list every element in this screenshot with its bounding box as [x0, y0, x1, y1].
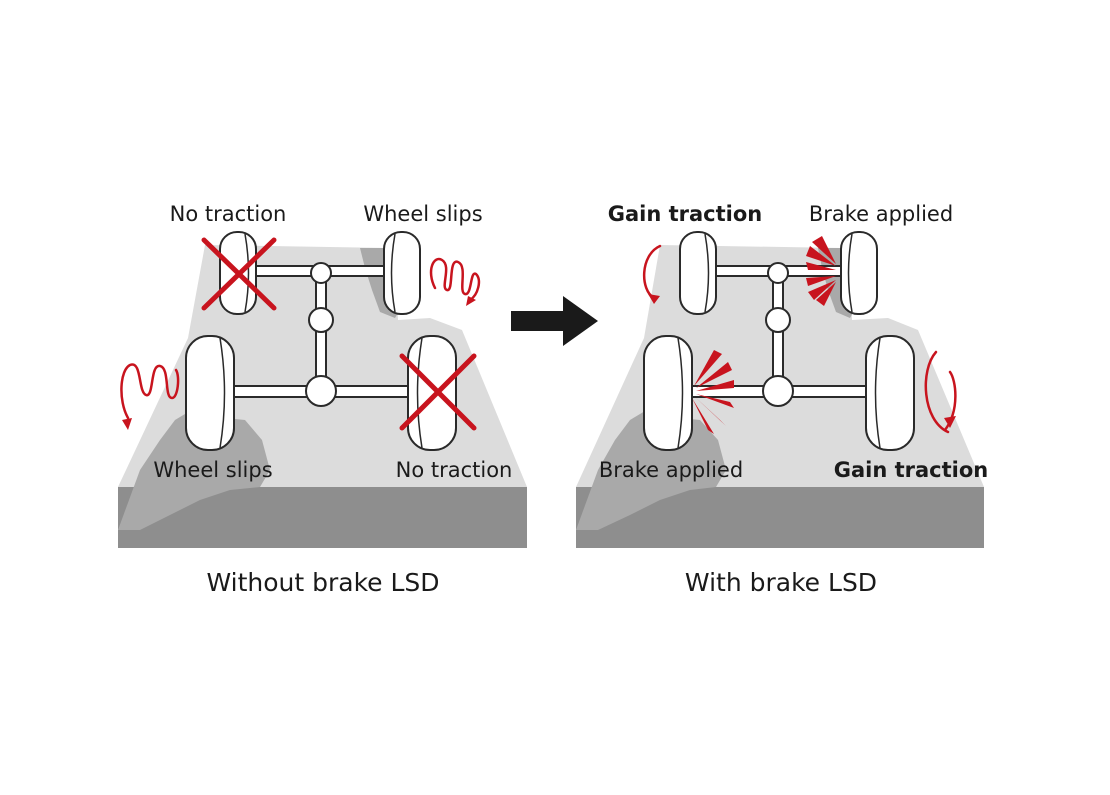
brake-burst-icon-front [806, 236, 836, 306]
front-differential [310, 262, 332, 284]
label-brake-applied-bottom: Brake applied [599, 458, 743, 482]
no-traction-x-icon-top [201, 237, 277, 311]
wheel-rear-right [407, 335, 457, 451]
center-joint [765, 307, 791, 333]
wheel-rear-left [643, 335, 693, 451]
center-joint [308, 307, 334, 333]
brake-burst-icon-rear [692, 350, 734, 434]
label-no-traction-top: No traction [170, 202, 287, 226]
front-differential [767, 262, 789, 284]
panel-without-lsd: No traction Wheel slips Wheel slips No t… [118, 202, 527, 597]
wheel-spin-icon-bottom [120, 363, 180, 430]
wheel-front-left [679, 231, 717, 315]
label-no-traction-bottom: No traction [396, 458, 513, 482]
wheel-spin-icon-top [429, 257, 481, 306]
label-wheel-slips-top: Wheel slips [363, 202, 482, 226]
rotation-arrow-icon-rear [924, 350, 957, 434]
rear-differential [305, 375, 337, 407]
panel-with-lsd: Gain traction Brake applied Brake applie… [576, 202, 988, 597]
no-traction-x-icon-bottom [399, 353, 477, 431]
rotation-arrow-icon-front [642, 244, 662, 304]
wheel-rear-right [865, 335, 915, 451]
label-wheel-slips-bottom: Wheel slips [153, 458, 272, 482]
label-gain-traction-bottom: Gain traction [834, 458, 989, 482]
wheel-rear-left [185, 335, 235, 451]
label-brake-applied-top: Brake applied [809, 202, 953, 226]
transition-arrow-icon [511, 296, 598, 346]
wheel-front-right [383, 231, 421, 315]
caption-with-lsd: With brake LSD [685, 568, 877, 597]
wheel-front-right [840, 231, 878, 315]
caption-without-lsd: Without brake LSD [206, 568, 439, 597]
rear-differential [762, 375, 794, 407]
label-gain-traction-top: Gain traction [608, 202, 763, 226]
